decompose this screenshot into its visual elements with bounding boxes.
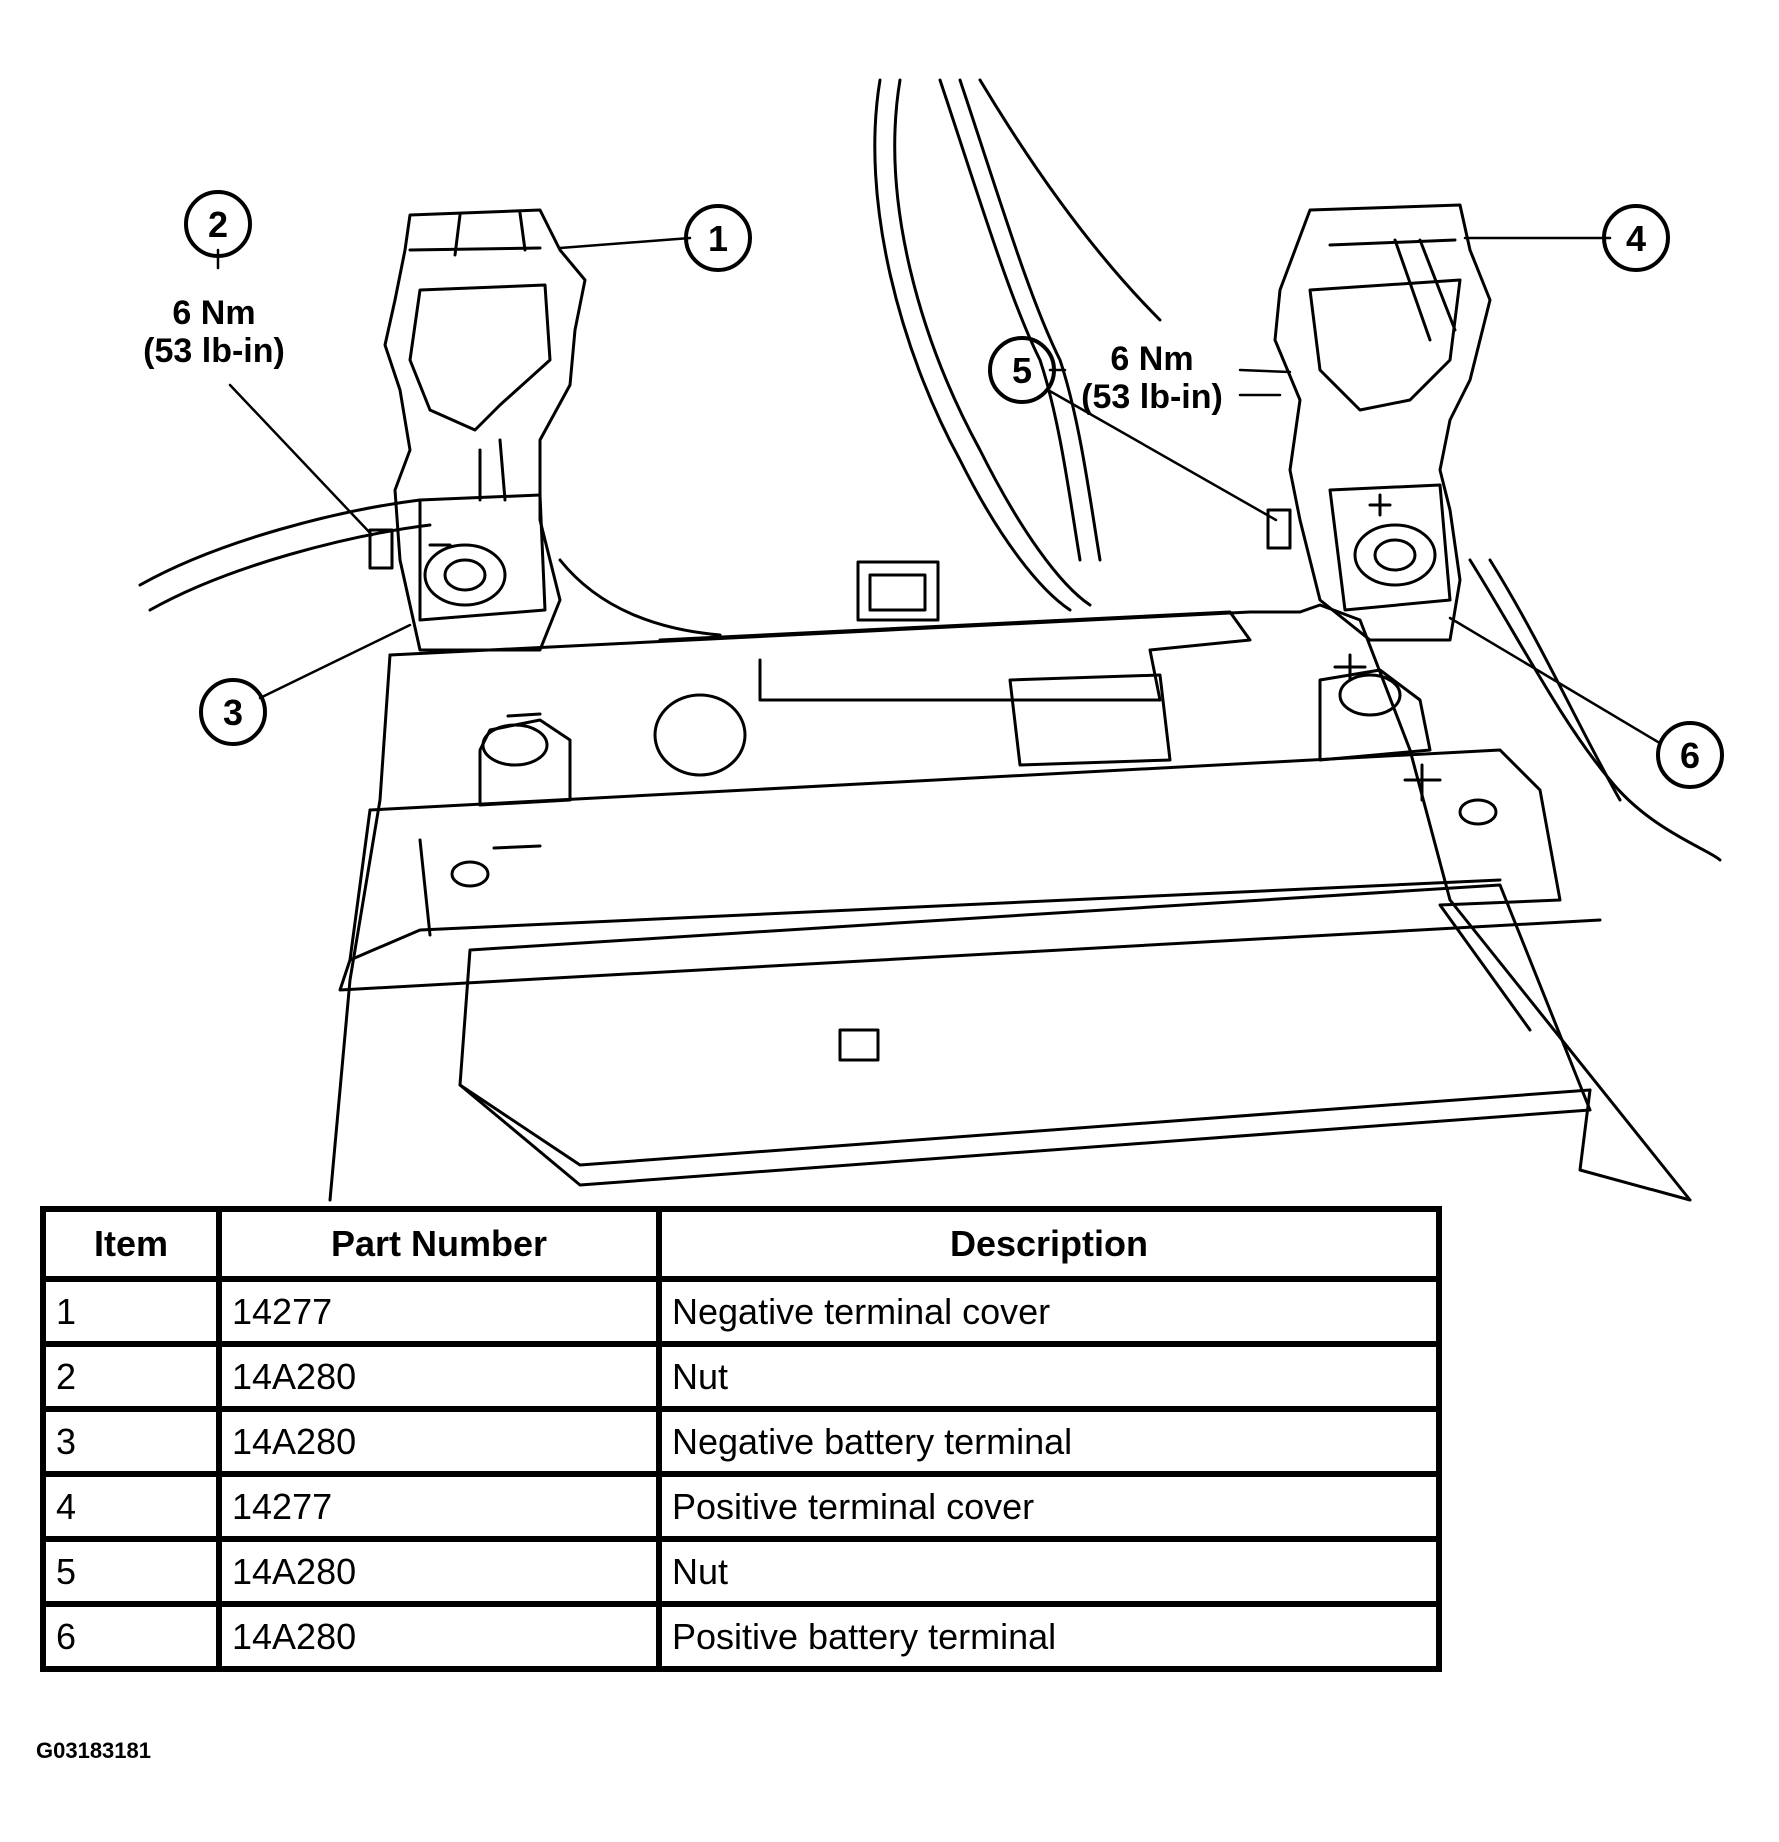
svg-text:2: 2 xyxy=(208,204,228,245)
cell-item: 4 xyxy=(40,1471,222,1542)
cell-item: 1 xyxy=(40,1276,222,1347)
table-row: 6 14A280 Positive battery terminal xyxy=(40,1601,1442,1672)
table-row: 4 14277 Positive terminal cover xyxy=(40,1471,1442,1542)
table-header-row: Item Part Number Description xyxy=(40,1206,1442,1282)
callout-3: 3 xyxy=(199,678,267,746)
svg-text:(53 lb-in): (53 lb-in) xyxy=(143,332,285,370)
header-description: Description xyxy=(656,1206,1442,1282)
cell-item: 3 xyxy=(40,1406,222,1477)
cell-part-number: 14A280 xyxy=(216,1536,662,1607)
svg-text:6 Nm: 6 Nm xyxy=(1110,340,1193,378)
svg-text:6 Nm: 6 Nm xyxy=(172,294,255,332)
figure-id: G03183181 xyxy=(36,1738,151,1763)
callout-5: 5 xyxy=(988,336,1056,404)
callout-4: 4 xyxy=(1602,204,1670,272)
cell-item: 2 xyxy=(40,1341,222,1412)
cell-part-number: 14A280 xyxy=(216,1406,662,1477)
positive-terminal-assembly xyxy=(1266,203,1492,642)
cell-item: 6 xyxy=(40,1601,222,1672)
torque-spec-right: 6 Nm (53 lb-in) xyxy=(1081,340,1223,416)
svg-text:1: 1 xyxy=(708,218,728,259)
svg-text:4: 4 xyxy=(1626,218,1646,259)
callout-6: 6 xyxy=(1656,721,1724,789)
header-item: Item xyxy=(40,1206,222,1282)
cell-description: Nut xyxy=(656,1536,1442,1607)
table-row: 1 14277 Negative terminal cover xyxy=(40,1276,1442,1347)
table-row: 5 14A280 Nut xyxy=(40,1536,1442,1607)
svg-text:3: 3 xyxy=(223,692,243,733)
cell-description: Positive terminal cover xyxy=(656,1471,1442,1542)
cell-part-number: 14277 xyxy=(216,1276,662,1347)
table-row: 3 14A280 Negative battery terminal xyxy=(40,1406,1442,1477)
battery-terminal-diagram: 1 2 3 4 5 6 6 Nm (53 lb-in) 6 Nm (53 lb-… xyxy=(138,78,1724,1202)
cell-part-number: 14A280 xyxy=(216,1341,662,1412)
battery xyxy=(328,560,1692,1202)
svg-text:(53 lb-in): (53 lb-in) xyxy=(1081,378,1223,416)
leader-lines xyxy=(216,236,1660,744)
parts-table: Item Part Number Description 1 14277 Neg… xyxy=(40,1206,1442,1672)
cell-description: Nut xyxy=(656,1341,1442,1412)
cell-item: 5 xyxy=(40,1536,222,1607)
callout-2: 2 xyxy=(184,190,252,258)
cell-part-number: 14A280 xyxy=(216,1601,662,1672)
header-part-number: Part Number xyxy=(216,1206,662,1282)
cables xyxy=(138,78,1722,862)
negative-terminal-assembly xyxy=(368,208,587,652)
callout-1: 1 xyxy=(684,204,752,272)
table-row: 2 14A280 Nut xyxy=(40,1341,1442,1412)
cell-description: Negative battery terminal xyxy=(656,1406,1442,1477)
cell-description: Negative terminal cover xyxy=(656,1276,1442,1347)
torque-spec-left: 6 Nm (53 lb-in) xyxy=(143,294,285,370)
cell-part-number: 14277 xyxy=(216,1471,662,1542)
cell-description: Positive battery terminal xyxy=(656,1601,1442,1672)
svg-text:6: 6 xyxy=(1680,735,1700,776)
svg-text:5: 5 xyxy=(1012,350,1032,391)
